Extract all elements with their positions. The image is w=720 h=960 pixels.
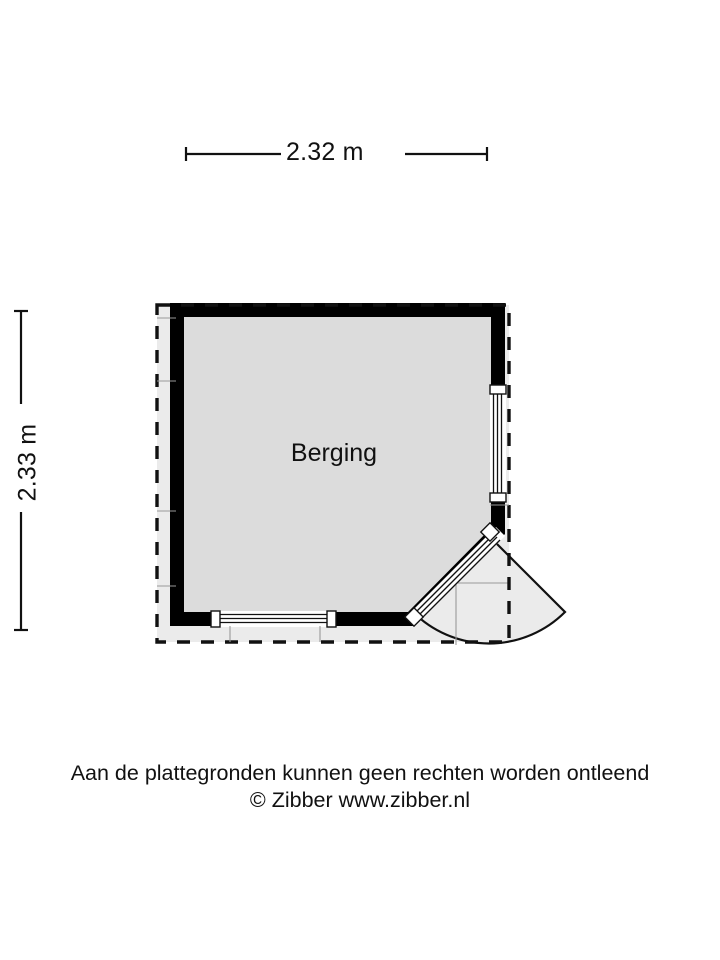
window-right-wall xyxy=(489,384,507,503)
dimension-top-label: 2.32 m xyxy=(286,138,364,166)
dashed-outline xyxy=(155,303,511,644)
door-corner-diagonal xyxy=(403,521,505,628)
door-hinge-block xyxy=(479,521,501,543)
footer-disclaimer: Aan de plattegronden kunnen geen rechten… xyxy=(0,760,720,814)
outline-hairlines xyxy=(157,317,509,642)
window-right-frame-top xyxy=(489,384,507,395)
window-right-frame-bottom xyxy=(489,492,507,503)
window-bottom-wall xyxy=(210,610,337,628)
footer-copyright-line: © Zibber www.zibber.nl xyxy=(249,788,471,812)
footer-disclaimer-line: Aan de plattegronden kunnen geen rechten… xyxy=(70,761,650,785)
dimension-top xyxy=(184,147,489,161)
room-label-berging: Berging xyxy=(290,439,378,467)
window-bottom-frame-left xyxy=(210,610,221,628)
door-jamb-block xyxy=(403,606,425,628)
window-bottom-frame-right xyxy=(326,610,337,628)
room-berging-area xyxy=(175,310,500,620)
dimension-left xyxy=(14,309,28,632)
